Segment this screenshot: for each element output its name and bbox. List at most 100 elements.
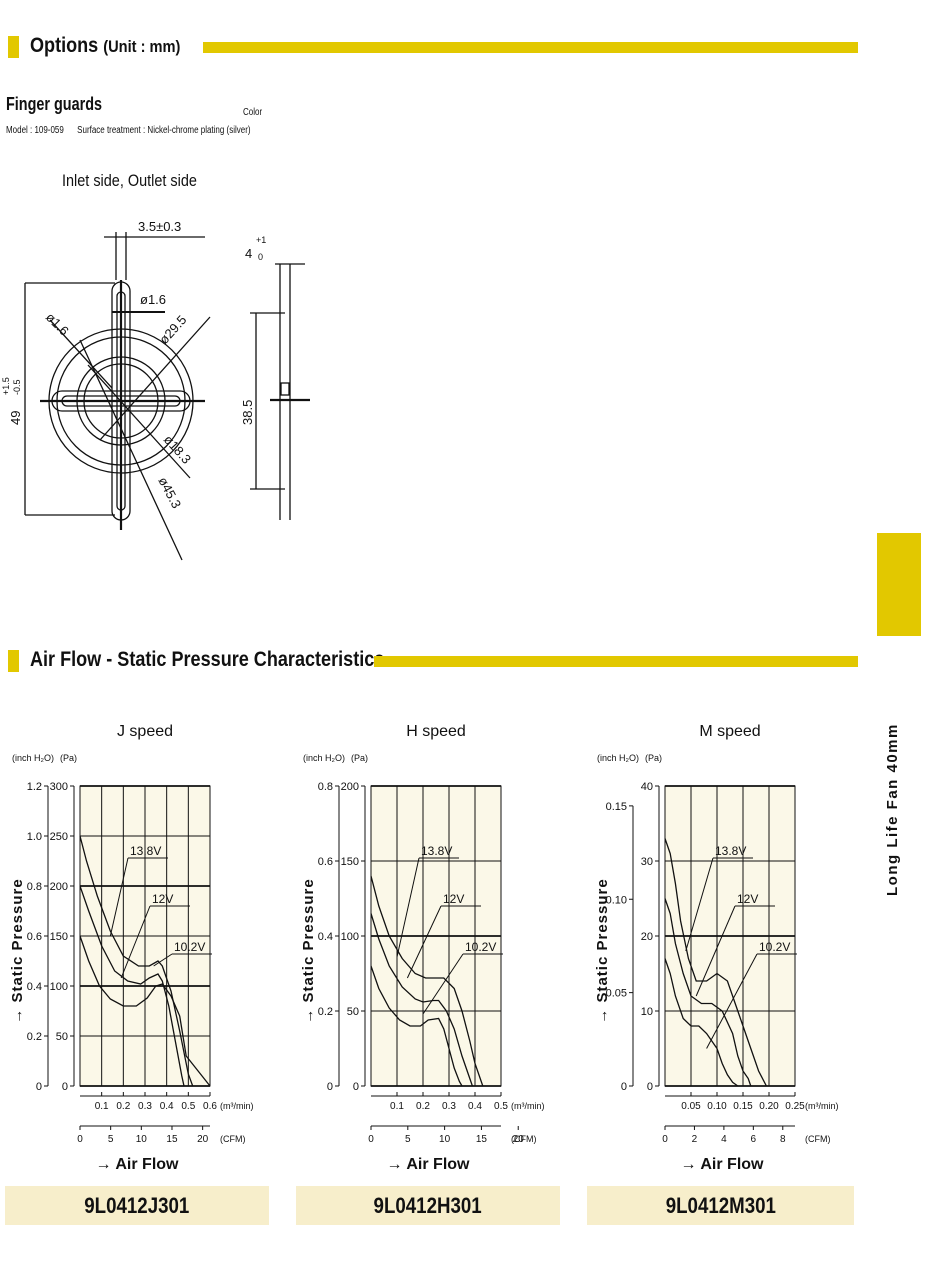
side-label: Inlet side, Outlet side	[62, 171, 197, 190]
guard-horizontal-arm	[51, 390, 191, 412]
x-tick-label-cfm: 10	[136, 1134, 148, 1145]
y-unit-pa: (Pa)	[351, 753, 368, 763]
annotation-leader	[685, 857, 714, 952]
y-tick-inch: 0.8	[318, 781, 333, 793]
guard-horizontal-slot	[61, 395, 181, 407]
annotation-leader	[706, 953, 758, 1049]
annotation-label: 10.2V	[465, 940, 496, 954]
annotation-label: 10.2V	[174, 940, 205, 954]
y-unit-pa: (Pa)	[60, 753, 77, 763]
y-tick-pa: 0	[62, 1081, 68, 1093]
leader-18-3	[87, 364, 191, 479]
x-tick-label-m3: 0.05	[681, 1101, 701, 1112]
annotation-leader	[396, 857, 420, 958]
y-tick-inch: 0.8	[27, 881, 42, 893]
side-tab-text: Long Life Fan 40mm	[884, 723, 901, 896]
x-tick-label-m3: 0.10	[707, 1101, 727, 1112]
y-tick-inch: 0.2	[27, 1031, 42, 1043]
annotation-label: 12V	[152, 892, 173, 906]
x-tick-label-m3: 0.1	[95, 1101, 109, 1112]
dim-4-tol-plus: +1	[256, 235, 266, 245]
leader-1-6-left	[49, 319, 113, 389]
options-title: Options (Unit : mm)	[30, 34, 181, 57]
leader-29-5	[99, 316, 211, 441]
x-tick-label-cfm: 20	[513, 1134, 525, 1145]
x-unit-cfm: (CFM)	[220, 1134, 246, 1144]
y-unit-inch: (inch H₂O)	[303, 753, 345, 763]
y-tick-pa: 0	[353, 1081, 359, 1093]
x-unit-m3: (m³/min)	[511, 1101, 545, 1111]
annotation-label: 10.2V	[759, 940, 790, 954]
plot-area	[79, 785, 211, 1087]
guard-inner-ring-inner	[83, 363, 159, 439]
series-line-12V	[370, 913, 474, 1087]
series-line-13-8V	[370, 875, 484, 1087]
model-text: Model : 109-059	[6, 125, 64, 136]
plot-area	[370, 785, 502, 1087]
guard-outer-ring	[48, 328, 194, 474]
annotation-leader	[406, 905, 442, 979]
dim-18-3-label: ø18.3	[161, 432, 194, 467]
x-tick-label-cfm: 5	[108, 1134, 114, 1145]
x-tick-label-cfm: 4	[721, 1134, 727, 1145]
series-line-10-2V	[370, 965, 463, 1087]
x-unit-cfm: (CFM)	[511, 1134, 537, 1144]
x-unit-m3: (m³/min)	[220, 1101, 254, 1111]
y-axis-label: → Static Pressure	[9, 878, 26, 1023]
dim-29-5-label: ø29.5	[156, 312, 189, 347]
dim-1-6-left-label: ø1.6	[43, 310, 72, 339]
y-tick-pa: 20	[641, 931, 653, 943]
x-tick-label-cfm: 0	[368, 1134, 374, 1145]
color-label: Color	[243, 107, 263, 118]
x-tick-label-cfm: 10	[439, 1134, 451, 1145]
guard-inner-ring	[76, 356, 166, 446]
dim-4-label: 4	[245, 246, 252, 261]
x-tick-label-m3: 0.4	[160, 1101, 174, 1112]
y-tick-pa: 10	[641, 1006, 653, 1018]
x-tick-label-m3: 0.20	[759, 1101, 779, 1112]
x-tick-label-m3: 0.4	[468, 1101, 482, 1112]
dim-49-label: 49	[8, 411, 23, 425]
x-tick-label-m3: 0.6	[203, 1101, 217, 1112]
x-tick-label-m3: 0.15	[733, 1101, 753, 1112]
dim-1-6-top-label: ø1.6	[140, 292, 166, 307]
y-tick-pa: 30	[641, 856, 653, 868]
annotation-leader	[120, 905, 151, 979]
series-line-13-8V	[79, 835, 194, 1087]
x-tick-label-m3: 0.5	[494, 1101, 508, 1112]
x-tick-label-cfm: 15	[166, 1134, 178, 1145]
series-line-10-2V	[79, 935, 211, 1087]
y-tick-inch: 0.6	[318, 856, 333, 868]
series-line-12V	[664, 898, 752, 1087]
x-tick-label-cfm: 2	[692, 1134, 698, 1145]
model-box-m: 9L0412M301	[587, 1186, 854, 1225]
x-tick-label-m3: 0.25	[785, 1101, 805, 1112]
section-rule	[374, 656, 858, 667]
x-axis-label: → Air Flow	[96, 1156, 180, 1173]
x-tick-label-cfm: 6	[751, 1134, 757, 1145]
y-tick-inch: 0.15	[606, 801, 627, 813]
y-tick-pa: 50	[56, 1031, 68, 1043]
series-line-12V	[79, 885, 185, 1087]
x-tick-label-cfm: 0	[662, 1134, 668, 1145]
x-tick-label-cfm: 5	[405, 1134, 411, 1145]
guard-vertical-slot	[116, 291, 126, 511]
airflow-section-header: Air Flow - Static Pressure Characteristi…	[8, 648, 858, 676]
y-unit-pa: (Pa)	[645, 753, 662, 763]
guard-vertical-arm	[111, 281, 131, 521]
finger-guards-model: Model : 109-059 Surface treatment : Nick…	[6, 125, 251, 136]
y-tick-inch: 0.10	[606, 894, 627, 906]
dim-49-tol-minus: -0.5	[12, 379, 22, 395]
x-tick-label-m3: 0.2	[416, 1101, 430, 1112]
section-marker	[8, 650, 19, 672]
y-tick-pa: 100	[50, 981, 68, 993]
options-unit: (Unit : mm)	[103, 37, 181, 56]
airflow-title: Air Flow - Static Pressure Characteristi…	[30, 648, 385, 671]
series-line-10-2V	[664, 958, 739, 1087]
x-unit-m3: (m³/min)	[805, 1101, 839, 1111]
x-tick-label-m3: 0.3	[138, 1101, 152, 1112]
y-unit-inch: (inch H₂O)	[12, 753, 54, 763]
y-tick-inch: 1.0	[27, 831, 42, 843]
